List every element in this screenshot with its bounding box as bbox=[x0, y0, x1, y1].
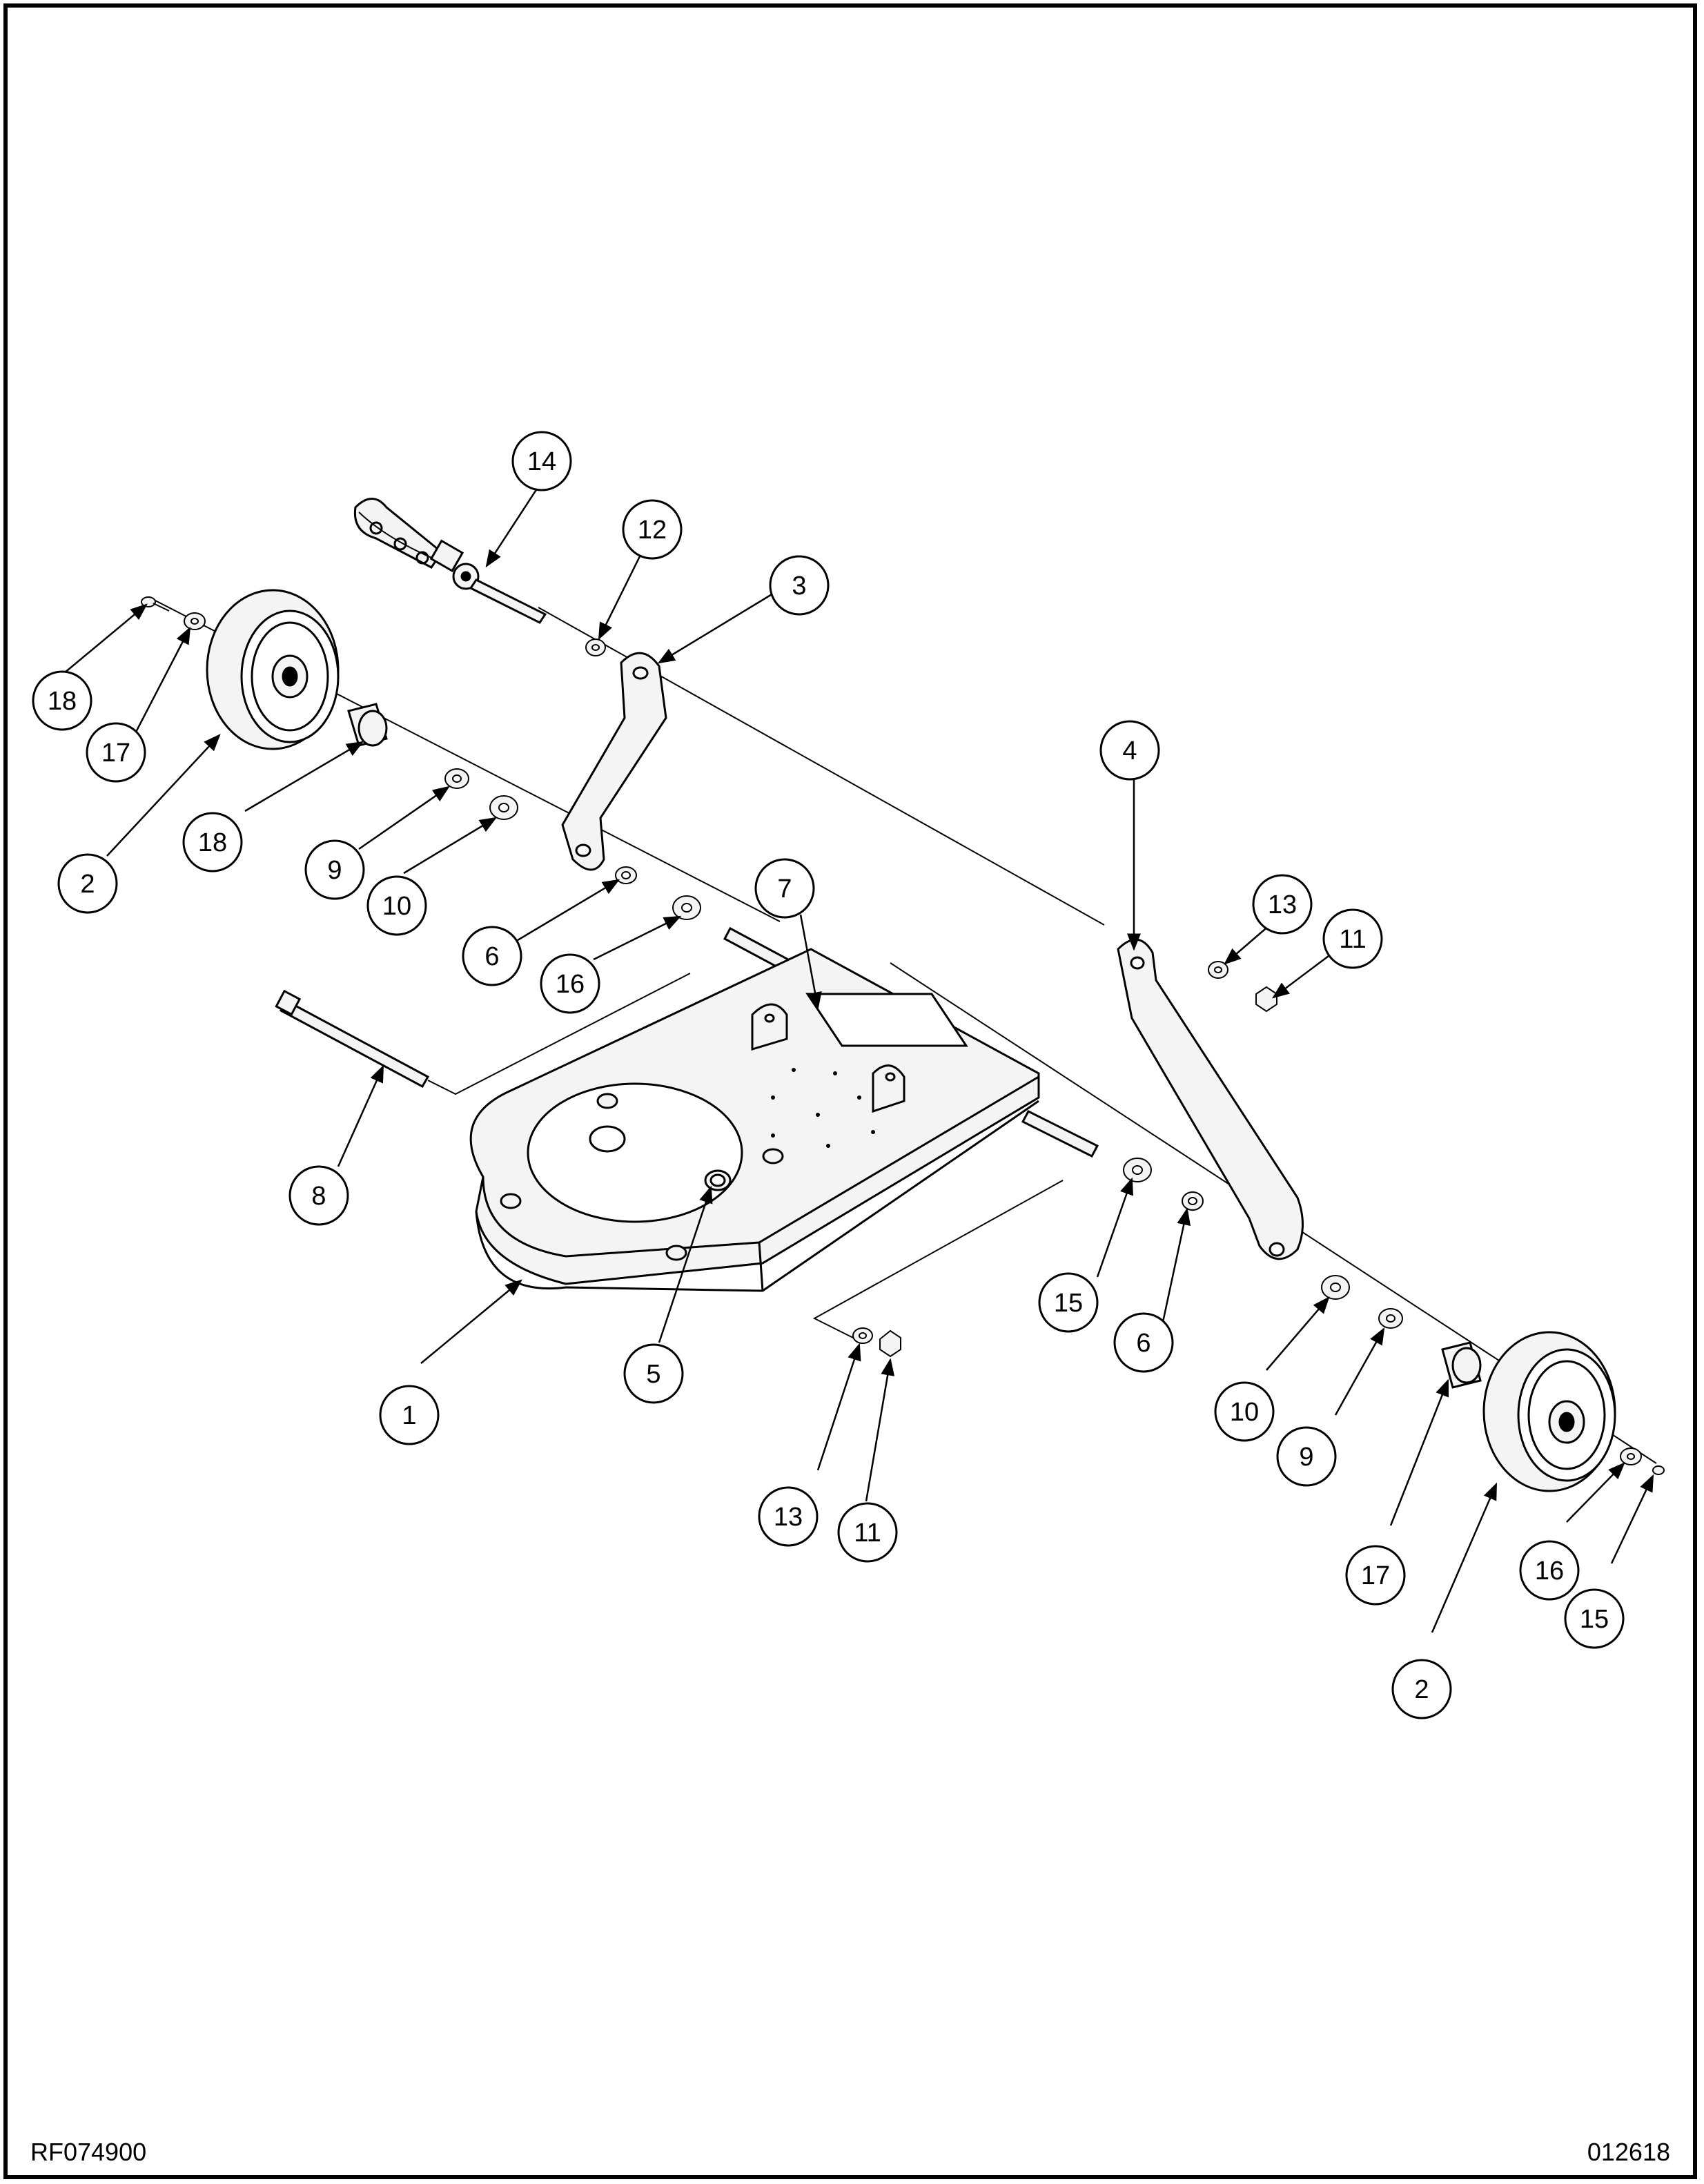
callout-number: 15 bbox=[1580, 1605, 1609, 1634]
callout-number: 6 bbox=[484, 942, 499, 971]
callout-number: 16 bbox=[1535, 1557, 1564, 1586]
left-wheel bbox=[206, 589, 340, 750]
callout-balloon bbox=[57, 853, 118, 914]
callout-number: 15 bbox=[1054, 1289, 1083, 1318]
callout-number: 17 bbox=[1361, 1561, 1390, 1590]
callout-balloon bbox=[32, 670, 92, 731]
callout-number: 9 bbox=[327, 856, 342, 885]
callout-balloon bbox=[1113, 1312, 1174, 1373]
callout-number: 14 bbox=[527, 447, 556, 476]
callout-number: 13 bbox=[1268, 890, 1297, 919]
callout-balloon bbox=[1214, 1381, 1275, 1442]
right-wheel bbox=[1482, 1331, 1616, 1492]
callout-balloon bbox=[1391, 1659, 1452, 1719]
callout-number: 1 bbox=[402, 1401, 416, 1430]
callout-number: 5 bbox=[646, 1360, 660, 1389]
callout-balloon bbox=[462, 926, 522, 986]
bottom-nut-washer bbox=[852, 1327, 901, 1358]
drawing-border bbox=[3, 3, 1697, 2179]
drawing-number: RF074900 bbox=[30, 2138, 146, 2166]
handle-assembly bbox=[353, 498, 547, 624]
right-spacer bbox=[1441, 1341, 1482, 1389]
base-plate bbox=[469, 948, 1040, 1292]
callout-number: 18 bbox=[48, 687, 77, 716]
callout-number: 10 bbox=[1230, 1398, 1259, 1427]
callout-balloon bbox=[623, 1343, 684, 1404]
date-code: 012618 bbox=[1587, 2138, 1670, 2166]
callout-number: 16 bbox=[556, 970, 585, 999]
callout-number: 13 bbox=[774, 1503, 803, 1532]
callout-number: 18 bbox=[198, 828, 227, 857]
callout-balloon bbox=[769, 555, 830, 616]
callout-balloon bbox=[837, 1502, 898, 1563]
callout-balloon bbox=[1564, 1588, 1625, 1649]
callout-balloons bbox=[32, 431, 1625, 1719]
leader-lines bbox=[63, 486, 1654, 1633]
callout-number: 8 bbox=[311, 1182, 326, 1211]
callout-balloon bbox=[86, 722, 146, 783]
callout-number: 9 bbox=[1299, 1443, 1313, 1472]
callout-balloon bbox=[511, 431, 572, 491]
callout-balloon bbox=[304, 839, 365, 900]
callout-balloon bbox=[540, 953, 600, 1014]
right-washers bbox=[1123, 961, 1665, 1475]
callout-balloon bbox=[288, 1165, 349, 1226]
callout-balloon bbox=[1276, 1426, 1337, 1487]
right-arm bbox=[1117, 938, 1304, 1260]
callout-balloon bbox=[1038, 1272, 1099, 1333]
left-bolt-washer bbox=[141, 596, 206, 630]
callout-balloon bbox=[366, 875, 427, 936]
left-washers bbox=[444, 638, 701, 920]
callout-number: 12 bbox=[638, 516, 667, 545]
callout-balloon bbox=[1252, 874, 1313, 935]
callout-number: 17 bbox=[101, 739, 130, 768]
callout-number: 2 bbox=[80, 870, 95, 899]
callout-number: 4 bbox=[1122, 737, 1137, 766]
callout-balloon bbox=[1519, 1540, 1580, 1601]
callout-numbers: 18 17 2 18 9 10 6 16 14 12 3 4 13 11 7 8… bbox=[48, 447, 1609, 1704]
callout-balloon bbox=[1322, 908, 1383, 969]
callout-balloon bbox=[1345, 1545, 1406, 1606]
callout-balloon bbox=[758, 1486, 819, 1547]
callout-number: 3 bbox=[792, 572, 806, 601]
callout-number: 10 bbox=[382, 892, 411, 921]
callout-number: 6 bbox=[1136, 1329, 1150, 1358]
left-arm bbox=[561, 652, 667, 871]
callout-balloon bbox=[754, 858, 815, 919]
callout-balloon bbox=[379, 1385, 440, 1445]
callout-balloon bbox=[182, 812, 243, 872]
callout-number: 2 bbox=[1414, 1675, 1429, 1704]
callout-number: 11 bbox=[854, 1519, 881, 1548]
pivot-rod bbox=[275, 989, 430, 1089]
callout-number: 11 bbox=[1339, 925, 1366, 954]
callout-number: 7 bbox=[777, 875, 792, 904]
left-spacer bbox=[347, 703, 388, 747]
callout-balloon bbox=[1099, 720, 1160, 781]
callout-balloon bbox=[622, 499, 683, 560]
